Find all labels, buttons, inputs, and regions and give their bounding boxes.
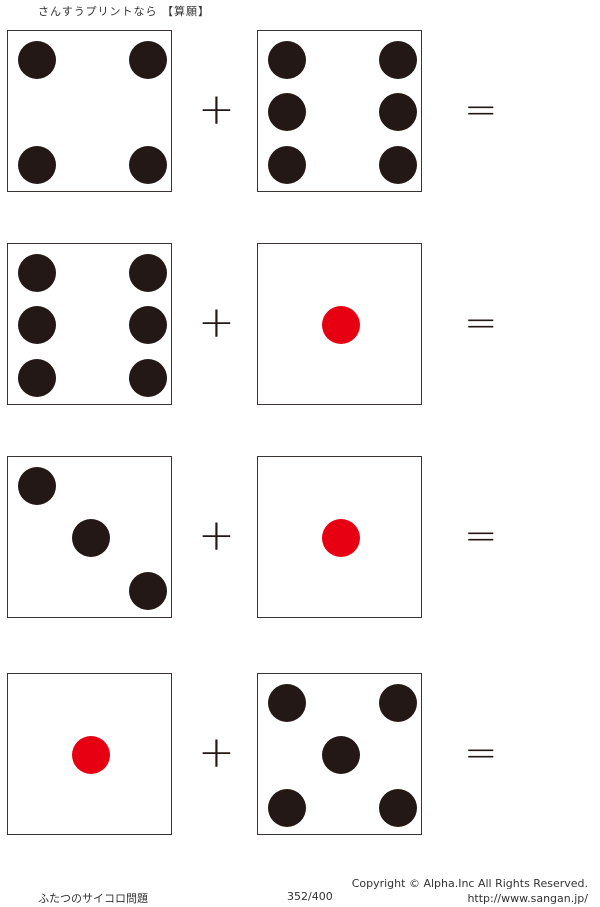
pip-icon: [129, 254, 167, 292]
pip-icon: [72, 519, 110, 557]
equals-sign: =: [464, 730, 498, 776]
copyright-text: Copyright © Alpha.Inc All Rights Reserve…: [351, 877, 588, 890]
pip-icon: [129, 41, 167, 79]
pip-icon: [18, 41, 56, 79]
die-left: [7, 30, 172, 192]
die-right: [257, 243, 422, 405]
pip-icon: [379, 93, 417, 131]
equals-sign: =: [464, 87, 498, 133]
pip-icon: [322, 736, 360, 774]
pip-icon: [379, 684, 417, 722]
pip-icon: [268, 146, 306, 184]
page-header: さんすうプリントなら 【算願】: [38, 5, 211, 18]
red-pip-icon: [322, 306, 360, 344]
die-left: [7, 456, 172, 618]
red-pip-icon: [322, 519, 360, 557]
die-left: [7, 673, 172, 835]
pip-icon: [379, 41, 417, 79]
plus-sign: +: [198, 727, 235, 778]
pip-icon: [129, 306, 167, 344]
pip-icon: [18, 467, 56, 505]
die-right: [257, 673, 422, 835]
pip-icon: [18, 146, 56, 184]
pip-icon: [379, 146, 417, 184]
page-number: 352/400: [287, 890, 333, 903]
red-pip-icon: [72, 736, 110, 774]
pip-icon: [268, 789, 306, 827]
worksheet-title: ふたつのサイコロ問題: [38, 892, 148, 905]
equals-sign: =: [464, 300, 498, 346]
plus-sign: +: [198, 510, 235, 561]
pip-icon: [268, 93, 306, 131]
pip-icon: [268, 684, 306, 722]
pip-icon: [129, 146, 167, 184]
pip-icon: [268, 41, 306, 79]
die-left: [7, 243, 172, 405]
pip-icon: [18, 306, 56, 344]
pip-icon: [129, 572, 167, 610]
plus-sign: +: [198, 297, 235, 348]
plus-sign: +: [198, 84, 235, 135]
copyright-block: Copyright © Alpha.Inc All Rights Reserve…: [352, 876, 588, 906]
pip-icon: [18, 359, 56, 397]
pip-icon: [18, 254, 56, 292]
die-right: [257, 456, 422, 618]
equals-sign: =: [464, 513, 498, 559]
pip-icon: [379, 789, 417, 827]
pip-icon: [129, 359, 167, 397]
die-right: [257, 30, 422, 192]
site-url[interactable]: http://www.sangan.jp/: [467, 892, 588, 905]
